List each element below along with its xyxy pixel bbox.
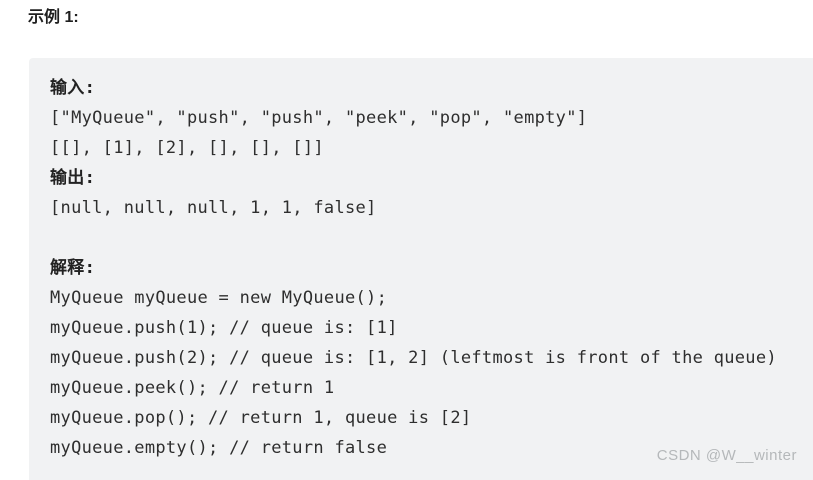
explanation-line-6: myQueue.empty(); // return false	[50, 438, 388, 458]
csdn-watermark: CSDN @W__winter	[656, 447, 797, 464]
explanation-line-3: myQueue.push(2); // queue is: [1, 2] (le…	[50, 348, 777, 368]
input-operations: ["MyQueue", "push", "push", "peek", "pop…	[50, 108, 588, 128]
blank-line	[50, 223, 803, 253]
input-arguments: [[], [1], [2], [], [], []]	[50, 138, 324, 158]
example-code-block: 输入: ["MyQueue", "push", "push", "peek", …	[29, 58, 813, 480]
explanation-line-2: myQueue.push(1); // queue is: [1]	[50, 318, 398, 338]
output-values: [null, null, null, 1, 1, false]	[50, 198, 377, 218]
explanation-label: 解释:	[50, 258, 96, 278]
explanation-line-4: myQueue.peek(); // return 1	[50, 378, 335, 398]
example-heading: 示例 1:	[28, 9, 79, 26]
explanation-line-5: myQueue.pop(); // return 1, queue is [2]	[50, 408, 472, 428]
output-label: 输出:	[50, 168, 96, 188]
input-label: 输入:	[50, 78, 96, 98]
explanation-line-1: MyQueue myQueue = new MyQueue();	[50, 288, 388, 308]
